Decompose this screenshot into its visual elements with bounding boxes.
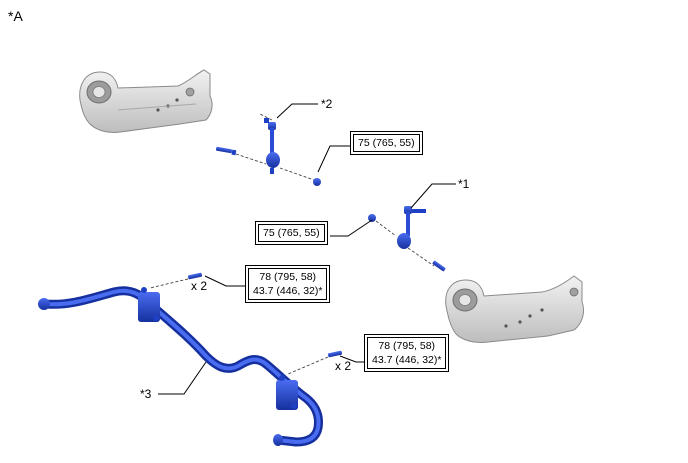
torque-box-inner: 78 (795, 58) 43.7 (446, 32)* [367,337,447,369]
view-label: *A [8,8,23,24]
torque-box-inner: 75 (765, 55) [353,134,420,152]
torque-value-alt: 43.7 (446, 32)* [253,285,323,297]
torque-box-link-lower: 75 (765, 55) [255,221,328,245]
stabilizer-link-lower [368,206,446,272]
stabilizer-bar [38,272,343,447]
torque-box-inner: 78 (795, 58) 43.7 (446, 32)* [248,268,328,300]
callout-stabilizer-bar: *3 [140,387,152,401]
torque-box-bracket-upper: 78 (795, 58) 43.7 (446, 32)* [245,265,331,303]
quantity-lower-bracket: x 2 [335,359,352,373]
torque-value: 78 (795, 58) [378,340,436,352]
torque-value: 75 (765, 55) [358,137,415,149]
upper-left-suspension-arm [79,69,213,133]
torque-box-bracket-lower: 78 (795, 58) 43.7 (446, 32)* [364,334,450,372]
leader-lines [158,103,456,395]
lower-right-suspension-arm [445,275,585,343]
torque-box-link-upper: 75 (765, 55) [350,131,423,155]
torque-value: 78 (795, 58) [259,271,317,283]
callout-link-lower: *1 [458,177,470,191]
torque-box-inner: 75 (765, 55) [258,224,325,242]
stabilizer-link-upper [215,113,321,186]
torque-value: 75 (765, 55) [263,227,320,239]
callout-link-upper: *2 [321,97,333,111]
quantity-upper-bracket: x 2 [191,279,208,293]
torque-value-alt: 43.7 (446, 32)* [372,354,442,366]
